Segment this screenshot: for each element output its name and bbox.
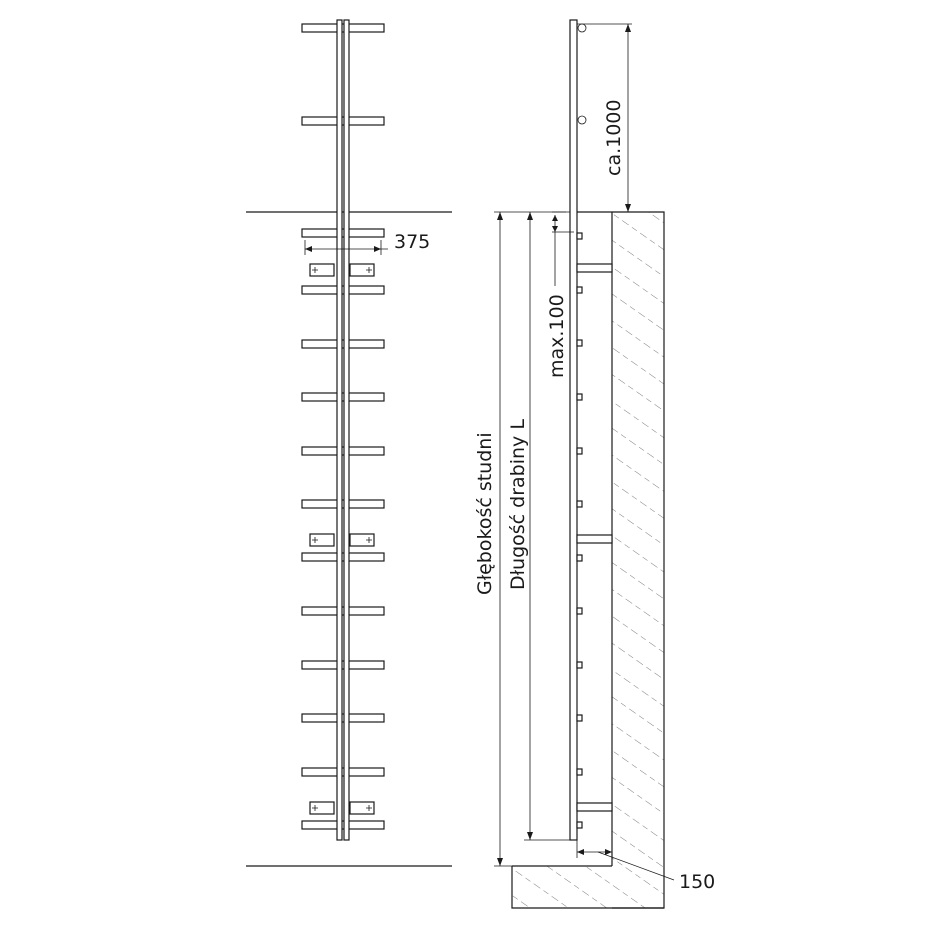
wall-bracket [576,802,613,812]
side-view: ca.1000 max.100 Długość drabiny L Głębok… [474,19,715,909]
ladder-stile [569,19,578,841]
front-brackets [309,263,375,815]
rung [301,606,385,616]
offset-dimension-label: 150 [679,871,715,893]
rung [301,23,385,33]
rung-end [576,821,583,829]
left-rail [336,19,343,841]
wall-bracket [309,533,375,547]
top-extension-dimension: ca.1000 [603,24,631,212]
rung-end [576,339,583,347]
wall-bracket [309,801,375,815]
top-fixing [577,23,587,33]
rung [301,499,385,509]
rung [301,552,385,562]
rung-end [576,286,583,294]
rung-end [576,447,583,455]
rung-end [576,232,583,240]
ladder-length-label: Długość drabiny L [507,419,529,590]
width-dimension: 375 [304,231,430,255]
shaft-wall [612,212,664,908]
front-view: 375 [246,19,452,867]
rung [301,820,385,830]
side-rungs [576,232,583,829]
rung [301,767,385,777]
side-wall-brackets [576,263,613,812]
right-rail [343,19,350,841]
rung [301,392,385,402]
rung [301,116,385,126]
rung-end [576,554,583,562]
rung-end [576,500,583,508]
rung-end [576,661,583,669]
rung [301,446,385,456]
rung [301,285,385,295]
rung-end [576,393,583,401]
ladder-length-dimension: Długość drabiny L [507,211,570,841]
offset-dimension: 150 [576,840,715,893]
shaft-floor [512,866,612,908]
width-dimension-label: 375 [394,231,430,253]
top-extension-label: ca.1000 [603,100,625,176]
rung [301,660,385,670]
front-rungs [301,23,385,830]
wall-bracket [576,263,613,273]
rung-end [576,768,583,776]
rung [301,228,385,238]
rung-end [576,607,583,615]
shaft-depth-label: Głębokość studni [474,432,496,595]
rung [301,339,385,349]
wall-bracket [576,534,613,544]
first-rung-label: max.100 [546,294,568,378]
rung [301,713,385,723]
rung-end [576,714,583,722]
wall-bracket [309,263,375,277]
top-fixing [577,115,587,125]
shaft-depth-dimension: Głębokość studni [474,211,524,867]
